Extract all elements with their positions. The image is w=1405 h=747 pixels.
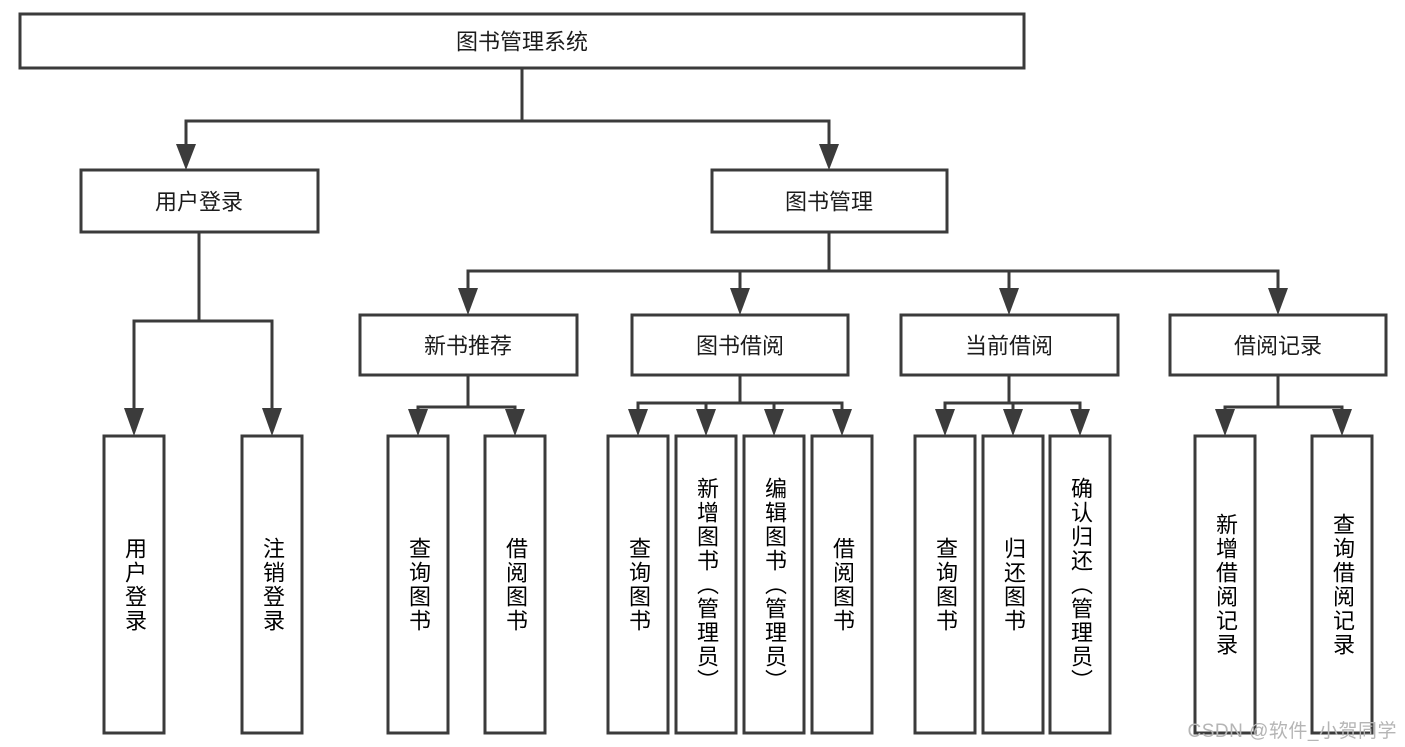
node-box-leaf-10[interactable]	[981, 434, 1045, 735]
arrow-to-bookmgmt	[819, 144, 839, 170]
arrow-to-bookborrow	[730, 288, 750, 315]
node-label-current-borrow: 当前借阅	[965, 334, 1053, 359]
node-label-new-book-rec: 新书推荐	[424, 334, 512, 359]
node-label-borrow-record: 借阅记录	[1234, 334, 1322, 359]
arrow-to-leaf-5	[628, 409, 648, 436]
arrow-to-leaf-2	[262, 408, 282, 436]
arrow-to-leaf-7	[764, 409, 784, 436]
arrow-to-currentborrow	[999, 288, 1019, 315]
node-box-leaf-12[interactable]	[1193, 434, 1257, 735]
node-box-new-book-rec[interactable]	[358, 313, 579, 377]
arrow-to-leaf-1	[124, 408, 144, 436]
node-label-root: 图书管理系统	[456, 30, 588, 55]
arrow-to-leaf-4	[505, 409, 525, 436]
nodes-layer: 图书管理系统 用户登录 图书管理 新书推荐 图书借阅 当前借阅 借阅记录	[18, 12, 1388, 735]
arrow-to-leaf-11	[1070, 409, 1090, 436]
node-label-book-borrow: 图书借阅	[696, 334, 784, 359]
node-box-leaf-7[interactable]	[742, 434, 806, 735]
node-box-leaf-4[interactable]	[483, 434, 547, 735]
arrow-to-leaf-3	[408, 409, 428, 436]
node-box-leaf-13[interactable]	[1310, 434, 1374, 735]
arrow-to-leaf-8	[832, 409, 852, 436]
node-box-borrow-record[interactable]	[1168, 313, 1388, 377]
node-label-user-login: 用户登录	[155, 190, 243, 215]
watermark-text: CSDN @软件_小贺同学	[1187, 721, 1397, 742]
node-box-leaf-2[interactable]	[240, 434, 304, 735]
node-box-leaf-5[interactable]	[606, 434, 670, 735]
arrow-to-leaf-13	[1332, 409, 1352, 436]
node-box-book-borrow[interactable]	[630, 313, 850, 377]
arrow-to-borrowrecord	[1268, 288, 1288, 315]
arrow-to-leaf-6	[696, 409, 716, 436]
node-box-leaf-3[interactable]	[386, 434, 450, 735]
node-box-leaf-9[interactable]	[913, 434, 977, 735]
node-box-leaf-1[interactable]	[102, 434, 166, 735]
node-box-leaf-8[interactable]	[810, 434, 874, 735]
arrow-to-newbookrec	[458, 288, 478, 315]
connectors-layer	[124, 66, 1352, 436]
arrow-to-leaf-12	[1215, 409, 1235, 436]
node-label-book-mgmt: 图书管理	[785, 190, 873, 215]
node-box-user-login[interactable]	[79, 168, 320, 234]
arrow-to-leaf-10	[1003, 409, 1023, 436]
node-box-leaf-11[interactable]	[1048, 434, 1112, 735]
node-box-leaf-6[interactable]	[674, 434, 738, 735]
node-box-root[interactable]	[18, 12, 1026, 70]
arrow-to-userlogin	[176, 144, 196, 170]
node-box-current-borrow[interactable]	[899, 313, 1120, 377]
node-box-book-mgmt[interactable]	[710, 168, 949, 234]
arrow-to-leaf-9	[935, 409, 955, 436]
